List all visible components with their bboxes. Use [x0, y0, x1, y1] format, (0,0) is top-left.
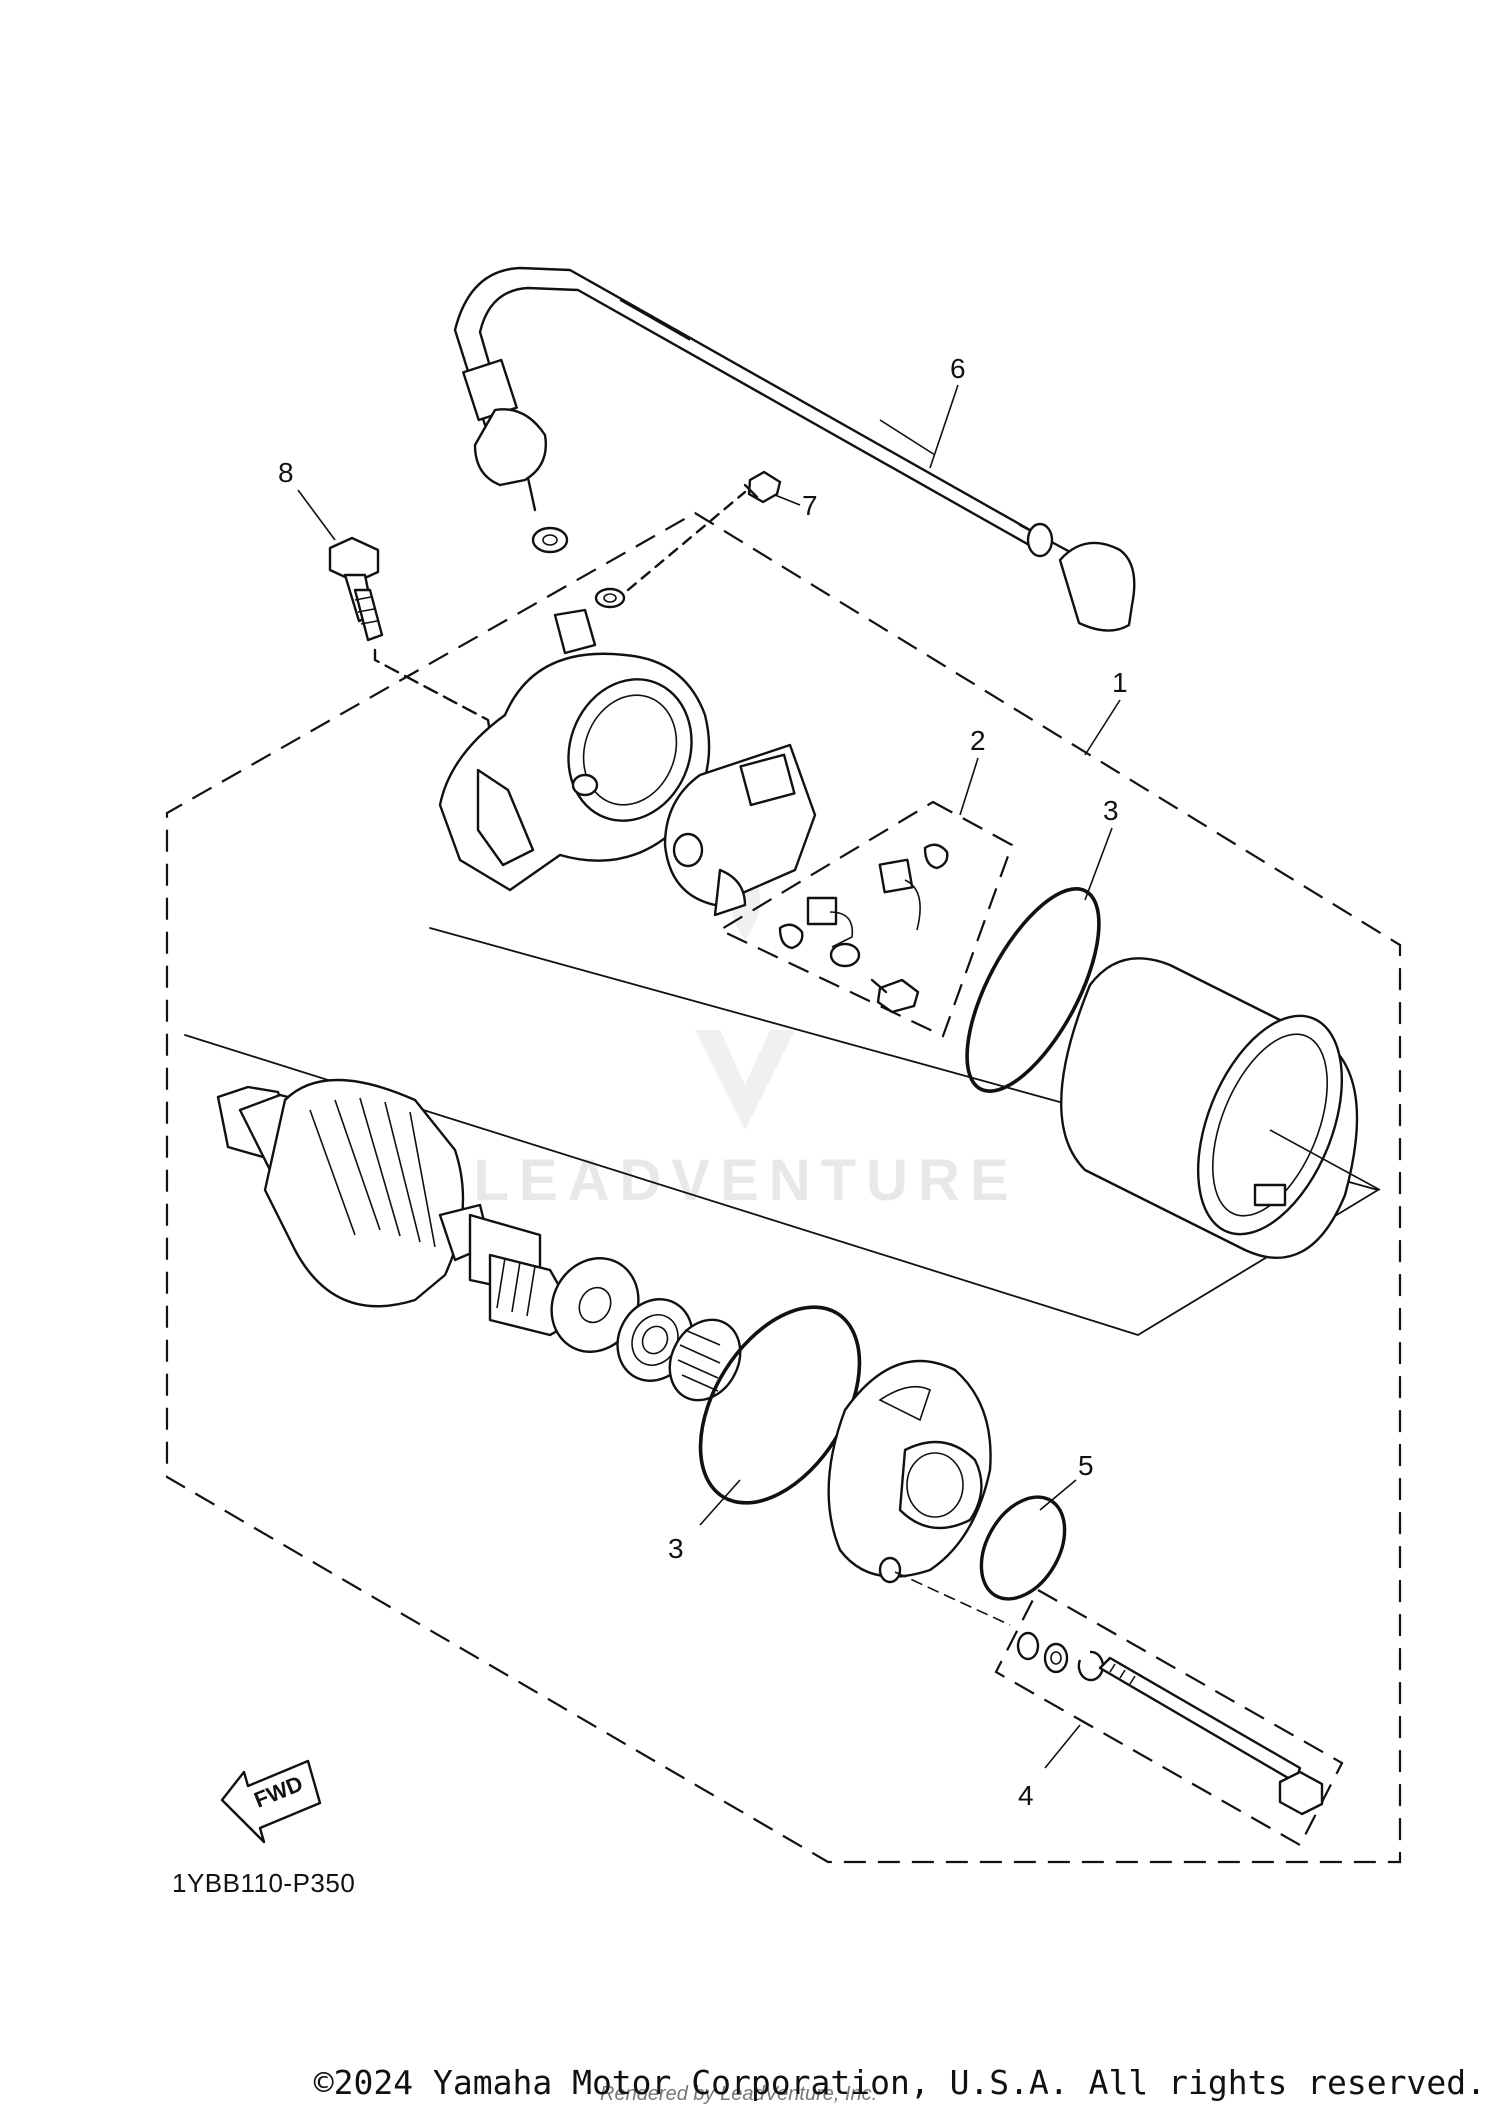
callout-3-lower: 3 — [668, 1533, 684, 1564]
callout-2: 2 — [970, 725, 986, 756]
callout-7: 7 — [802, 490, 818, 521]
diagram-code: 1YBB110-P350 — [172, 1868, 356, 1898]
callout-1: 1 — [1112, 667, 1128, 698]
bolt-kit-boundary — [994, 1588, 1344, 1847]
bolt-part-8 — [328, 536, 497, 767]
washer-hole — [578, 1286, 612, 1324]
watermark-logo: LEADVENTURE — [473, 855, 1018, 1213]
through-bolt-kit — [1016, 1631, 1324, 1816]
watermark-text: LEADVENTURE — [473, 1148, 1018, 1213]
callout-5: 5 — [1078, 1450, 1094, 1481]
callout-6: 6 — [950, 353, 966, 384]
brush-set-boundary — [717, 800, 1014, 1038]
callout-8: 8 — [278, 457, 294, 488]
callouts: 1 2 3 3 4 5 6 7 8 — [278, 353, 1128, 1811]
brush-holder — [663, 743, 817, 917]
assembly-boundary — [165, 511, 1402, 1864]
armature — [216, 1078, 572, 1337]
rendered-by-text: Rendered by LeadVenture, Inc. — [600, 2083, 878, 2105]
front-bracket — [827, 1359, 1011, 1626]
callout-3-upper: 3 — [1103, 795, 1119, 826]
copyright-text: ©2024 Yamaha Motor Corporation, U.S.A. A… — [313, 2063, 1486, 2102]
screw-part-7 — [594, 470, 782, 609]
o-ring-upper — [965, 887, 1101, 1093]
rear-housing — [438, 608, 711, 892]
brush-set-components — [778, 843, 949, 1014]
yoke — [1060, 957, 1381, 1259]
fwd-arrow-icon: FWD — [220, 1759, 322, 1844]
starter-cable — [453, 266, 1136, 632]
callout-4: 4 — [1018, 1780, 1034, 1811]
armature-group-frame — [184, 927, 1379, 1336]
needle-bearing — [668, 1318, 742, 1402]
